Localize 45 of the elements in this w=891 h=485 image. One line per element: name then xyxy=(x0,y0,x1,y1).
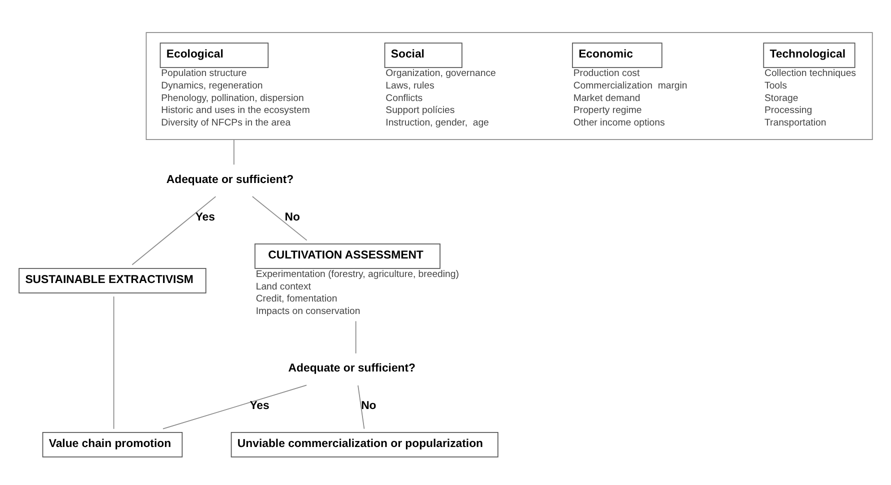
connector xyxy=(113,296,114,429)
connector xyxy=(358,384,365,429)
node-label: Historic and uses in the ecosystem xyxy=(161,104,310,116)
edge-label: No xyxy=(361,400,376,412)
node-box: Value chain promotion xyxy=(42,432,183,457)
connector xyxy=(132,196,216,265)
node-label: Laws, rules xyxy=(386,80,434,91)
node-label: Commercialization margin xyxy=(573,80,688,91)
node-label: Organization, governance xyxy=(386,68,496,79)
node-label: Experimentation (forestry, agriculture, breeding) xyxy=(256,268,459,280)
node-text: Adequate or sufficient? xyxy=(288,362,416,374)
node-label: Transportation xyxy=(764,116,826,128)
connector xyxy=(355,320,356,354)
node-label: Phenology, pollination, dispersion xyxy=(161,92,304,104)
node-label: Storage xyxy=(764,92,798,104)
connector xyxy=(252,196,308,240)
node-box: Ecological xyxy=(160,42,269,68)
node-label: Other income options xyxy=(573,116,665,128)
node-label: Support polícies xyxy=(386,104,455,116)
node-box: Economic xyxy=(572,42,662,68)
cluster xyxy=(146,32,873,140)
connector xyxy=(162,384,307,429)
node-label: Processing xyxy=(764,104,812,116)
node-box: SUSTAINABLE EXTRACTIVISM xyxy=(18,268,206,293)
node-box: Unviable commercialization or popularization xyxy=(230,432,498,457)
node-label: Credit, fomentation xyxy=(256,293,338,304)
node-label: Land context xyxy=(256,280,311,292)
node-label: Dynamics, regeneration xyxy=(161,80,263,91)
node-label: Production cost xyxy=(573,68,640,79)
edge-label: Yes xyxy=(195,211,215,224)
node-box: Technological xyxy=(763,42,856,68)
node-label: Market demand xyxy=(573,92,640,104)
node-label: Collection techniques xyxy=(764,68,856,79)
node-box: Social xyxy=(384,42,462,68)
node-text: Adequate or sufficient? xyxy=(166,173,294,186)
node-label: Diversity of NFCPs in the area xyxy=(161,116,291,128)
node-label: Population structure xyxy=(161,68,247,79)
node-label: Tools xyxy=(764,80,787,91)
edge-label: Yes xyxy=(250,400,270,412)
node-box: CULTIVATION ASSESSMENT xyxy=(254,242,440,268)
node-label: Property regime xyxy=(573,104,642,116)
node-label: Instruction, gender, age xyxy=(386,116,489,128)
edge-label: No xyxy=(284,211,300,224)
node-label: Impacts on conservation xyxy=(256,305,360,316)
node-label: Conflicts xyxy=(386,92,423,104)
